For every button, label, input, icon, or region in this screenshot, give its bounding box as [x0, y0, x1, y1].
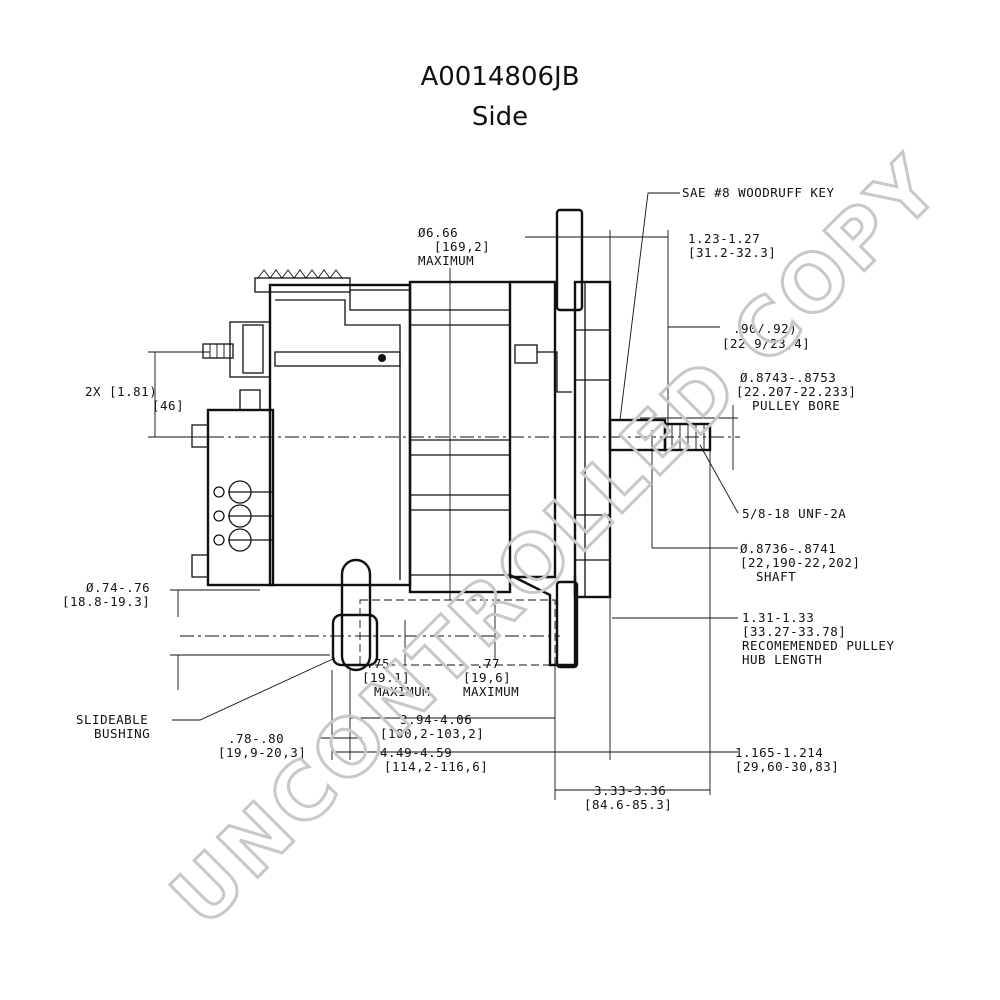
ear1-in: .75 — [366, 656, 390, 671]
len-a-in: 3.94-4.06 — [400, 712, 472, 727]
mount-2x-in: 2X [1.81) — [85, 384, 157, 399]
drawing-title: A0014806JB — [420, 62, 580, 92]
fan-top — [555, 208, 584, 312]
ear1-mm: [19.1] — [362, 670, 410, 685]
len-b-mm: [114,2-116,6] — [384, 759, 488, 774]
dimension-lines — [148, 192, 739, 800]
shaft-mm: [22,190-22,202] — [740, 555, 860, 570]
bore-in: Ø.8743-.8753 — [740, 370, 836, 385]
hub-len-label1: RECOMEMENDED PULLEY — [742, 638, 895, 653]
front-housing — [510, 280, 557, 579]
thread-label: 5/8-18 UNF-2A — [742, 506, 846, 521]
ear-off-in: .78-.80 — [228, 731, 284, 746]
terminal-stud — [202, 343, 234, 359]
max-dia-in: Ø6.66 — [418, 225, 458, 240]
bushing-dia-mm: [18.8-19.3] — [62, 594, 150, 609]
slideable-bushing — [331, 613, 379, 667]
bushing-label2: BUSHING — [94, 726, 150, 741]
hub-len-mm: [33.27-33.78] — [742, 624, 846, 639]
rear-housing — [268, 283, 412, 587]
ear2-in: .77 — [476, 656, 500, 671]
pulley-off-mm: [29,60-30,83] — [735, 759, 839, 774]
max-dia-mm: [169,2] — [434, 239, 490, 254]
dimension-labels: SAE #8 WOODRUFF KEY Ø6.66 [169,2] MAXIMU… — [62, 185, 895, 812]
bushing-label1: SLIDEABLE — [76, 712, 148, 727]
ear2-mm: [19,6] — [463, 670, 511, 685]
fan-bottom — [555, 580, 579, 669]
ear2-note: MAXIMUM — [463, 684, 519, 699]
len-c-in: 3.33-3.36 — [594, 783, 666, 798]
max-dia-note: MAXIMUM — [418, 253, 474, 268]
shaft-in: Ø.8736-.8741 — [740, 541, 836, 556]
woodruff-key-label: SAE #8 WOODRUFF KEY — [682, 185, 835, 200]
mount-2x-mm: [46] — [152, 398, 184, 413]
hub-len-label2: HUB LENGTH — [742, 652, 822, 667]
len-c-mm: [84.6-85.3] — [584, 797, 672, 812]
key-pos-in: 1.23-1.27 — [688, 231, 760, 246]
len-a-mm: [100,2-103,2] — [380, 726, 484, 741]
bushing-dia-in: Ø.74-.76 — [86, 580, 150, 595]
drawing-subtitle: Side — [471, 102, 529, 132]
len-b-in: 4.49-4.59 — [380, 745, 452, 760]
rear-fins — [254, 277, 351, 293]
shaft-label: SHAFT — [756, 569, 796, 584]
hub-len-in: 1.31-1.33 — [742, 610, 814, 625]
bore-label: PULLEY BORE — [752, 398, 840, 413]
hub-face-mm: [22.9/23,4] — [722, 336, 810, 351]
ear-off-mm: [19,9-20,3] — [218, 745, 306, 760]
hub-face-in: .90/.92) — [733, 321, 797, 336]
ear1-note: MAXIMUM — [374, 684, 430, 699]
pulley-off-in: 1.165-1.214 — [735, 745, 823, 760]
key-pos-mm: [31.2-32.3] — [688, 245, 776, 260]
terminal-block — [229, 321, 271, 378]
bore-mm: [22.207-22.233] — [736, 384, 856, 399]
